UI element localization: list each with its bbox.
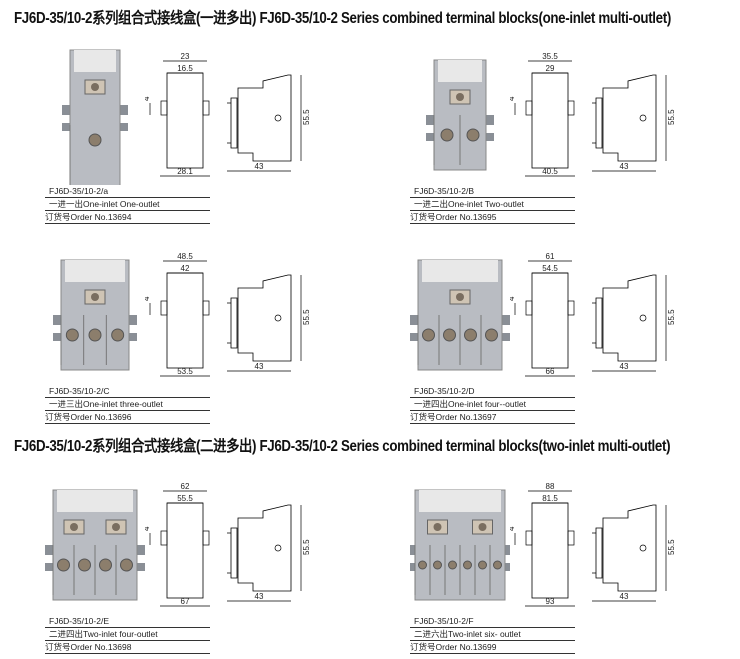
inlet-outlet-description: 一进一出One-inlet One-outlet: [45, 198, 210, 211]
product-photo: [53, 259, 137, 371]
dim-bottom: 67: [181, 597, 190, 606]
product-card: 35.5 29 4 40.5 55.5 43 FJ6D-35/10-2/B一进二…: [410, 45, 740, 235]
dim-top-inner: 55.5: [177, 494, 193, 503]
product-card: 61 54.5 4 66 55.5 43 FJ6D-35/10-2/D一进四出O…: [410, 245, 740, 435]
dim-rail: 4: [510, 526, 516, 531]
dim-side-width: 43: [620, 162, 629, 171]
dim-side-width: 43: [255, 592, 264, 601]
dim-top-outer: 48.5: [177, 253, 193, 261]
side-dimension-drawing: 55.5 43: [592, 74, 676, 172]
order-number: 订货号Order No.13696: [45, 411, 210, 424]
order-number: 订货号Order No.13694: [45, 211, 210, 224]
model-number: FJ6D-35/10-2/D: [410, 385, 575, 398]
order-number: 订货号Order No.13699: [410, 641, 575, 654]
side-dimension-drawing: 55.5 43: [227, 74, 311, 172]
front-dimension-drawing: 35.5 29 4 40.5: [510, 53, 575, 177]
section-title-one-inlet: FJ6D-35/10-2系列组合式接线盒(一进多出) FJ6D-35/10-2 …: [14, 10, 671, 27]
model-number: FJ6D-35/10-2/a: [45, 185, 210, 198]
product-photo: [426, 59, 494, 171]
dim-height: 55.5: [302, 539, 311, 555]
product-photo: [62, 49, 128, 185]
dim-top-inner: 29: [546, 64, 555, 73]
front-dimension-drawing: 48.5 42 4 53.5: [145, 253, 210, 377]
dim-top-outer: 23: [181, 53, 190, 61]
dim-rail: 4: [510, 296, 516, 301]
inlet-outlet-description: 二进六出Two-inlet six- outlet: [410, 628, 575, 641]
product-photo: [45, 489, 145, 601]
dim-top-inner: 54.5: [542, 264, 558, 273]
dim-bottom: 93: [546, 597, 555, 606]
dim-height: 55.5: [302, 309, 311, 325]
dim-top-outer: 61: [546, 253, 555, 261]
inlet-outlet-description: 一进三出One-inlet three-outlet: [45, 398, 210, 411]
front-dimension-drawing: 62 55.5 4 67: [145, 483, 210, 607]
dim-side-width: 43: [255, 362, 264, 371]
side-dimension-drawing: 55.5 43: [227, 274, 311, 372]
side-dimension-drawing: 55.5 43: [592, 274, 676, 372]
dim-bottom: 28.1: [177, 167, 193, 176]
dim-side-width: 43: [620, 592, 629, 601]
product-card: 62 55.5 4 67 55.5 43 FJ6D-35/10-2/E二进四出T…: [45, 475, 375, 659]
front-dimension-drawing: 88 81.5 4 93: [510, 483, 575, 607]
dim-top-inner: 42: [181, 264, 190, 273]
product-card: 88 81.5 4 93 55.5 43 FJ6D-35/10-2/F二进六出T…: [410, 475, 740, 659]
order-number: 订货号Order No.13697: [410, 411, 575, 424]
model-number: FJ6D-35/10-2/E: [45, 615, 210, 628]
product-photo: [410, 259, 510, 371]
dim-bottom: 53.5: [177, 367, 193, 376]
order-number: 订货号Order No.13698: [45, 641, 210, 654]
dim-top-outer: 88: [546, 483, 555, 491]
dim-side-width: 43: [620, 362, 629, 371]
product-photo: [410, 489, 510, 601]
product-card: 48.5 42 4 53.5 55.5 43 FJ6D-35/10-2/C一进三…: [45, 245, 375, 435]
section-title-two-inlet: FJ6D-35/10-2系列组合式接线盒(二进多出) FJ6D-35/10-2 …: [14, 438, 671, 455]
dim-top-inner: 16.5: [177, 64, 193, 73]
front-dimension-drawing: 23 16.5 4 28.1: [145, 53, 210, 177]
dim-top-outer: 62: [181, 483, 190, 491]
front-dimension-drawing: 61 54.5 4 66: [510, 253, 575, 377]
model-number: FJ6D-35/10-2/F: [410, 615, 575, 628]
dim-top-inner: 81.5: [542, 494, 558, 503]
dim-bottom: 40.5: [542, 167, 558, 176]
dim-height: 55.5: [667, 539, 676, 555]
dim-height: 55.5: [667, 109, 676, 125]
side-dimension-drawing: 55.5 43: [227, 504, 311, 602]
inlet-outlet-description: 二进四出Two-inlet four-outlet: [45, 628, 210, 641]
model-number: FJ6D-35/10-2/C: [45, 385, 210, 398]
dim-height: 55.5: [667, 309, 676, 325]
dim-rail: 4: [145, 96, 151, 101]
dim-top-outer: 35.5: [542, 53, 558, 61]
inlet-outlet-description: 一进四出One-inlet four--outlet: [410, 398, 575, 411]
product-card: 23 16.5 4 28.1 55.5 43 FJ6D-35/10-2/a一进一…: [45, 45, 375, 235]
dim-rail: 4: [510, 96, 516, 101]
order-number: 订货号Order No.13695: [410, 211, 575, 224]
model-number: FJ6D-35/10-2/B: [410, 185, 575, 198]
inlet-outlet-description: 一进二出One-inlet Two-outlet: [410, 198, 575, 211]
dim-bottom: 66: [546, 367, 555, 376]
dim-rail: 4: [145, 296, 151, 301]
dim-height: 55.5: [302, 109, 311, 125]
dim-rail: 4: [145, 526, 151, 531]
side-dimension-drawing: 55.5 43: [592, 504, 676, 602]
dim-side-width: 43: [255, 162, 264, 171]
